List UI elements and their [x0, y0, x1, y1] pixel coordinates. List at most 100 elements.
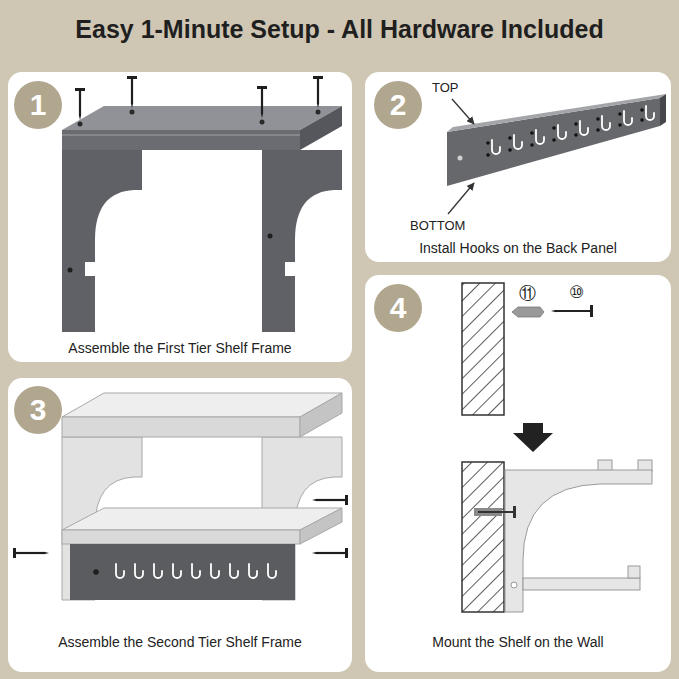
screw	[127, 76, 137, 108]
shelf-side	[300, 508, 342, 544]
hook	[558, 125, 566, 139]
step-number: 1	[30, 90, 47, 120]
hook	[624, 111, 632, 125]
hook-holes	[596, 128, 600, 132]
screw-hole	[268, 234, 273, 239]
hook	[154, 564, 162, 578]
panel-ground	[8, 378, 352, 672]
board-top	[62, 393, 342, 417]
step-number: 2	[390, 90, 407, 120]
hook-holes	[486, 108, 644, 157]
step-number-circle: 3	[14, 386, 62, 434]
step-panel: Assemble the First Tier Shelf Frame 1	[8, 72, 352, 362]
hook-holes	[574, 133, 578, 137]
panel-ground	[365, 72, 671, 262]
wall-section	[462, 462, 504, 612]
leader-line	[448, 183, 474, 214]
screw-hole	[78, 122, 83, 127]
step-number: 4	[390, 293, 407, 323]
step-number: 3	[30, 395, 47, 425]
board-top	[62, 106, 342, 130]
first-tier-frame	[62, 76, 342, 332]
hook-holes	[508, 148, 512, 152]
screw-hole	[458, 156, 463, 161]
part-label: BOTTOM	[410, 218, 465, 233]
shelf-front	[62, 530, 300, 544]
panel-top	[447, 94, 666, 132]
bracket-side	[505, 470, 652, 612]
page-title: Easy 1-Minute Setup - All Hardware Inclu…	[75, 15, 603, 44]
hook-holes	[640, 108, 644, 112]
hook	[135, 564, 143, 578]
shelf-top	[62, 508, 342, 530]
screw-hole	[511, 582, 517, 588]
step-caption: Install Hooks on the Back Panel	[419, 240, 617, 256]
screw	[313, 76, 323, 108]
board-front	[62, 130, 300, 150]
step-number-circle: 1	[14, 81, 62, 129]
step-panel: Assemble the Second Tier Shelf Frame 3	[8, 378, 352, 672]
step-caption: Mount the Shelf on the Wall	[432, 634, 603, 650]
second-tier-frame	[62, 393, 342, 600]
screw-head	[93, 569, 99, 575]
board-front	[62, 417, 300, 437]
bracket-notch	[285, 262, 295, 276]
shelf-lip	[628, 566, 640, 578]
hook	[492, 140, 500, 154]
lower-shelf	[523, 578, 640, 590]
part-label: TOP	[432, 80, 459, 95]
bracket-notch	[85, 262, 95, 276]
screw-tip	[551, 310, 556, 312]
screw	[312, 548, 348, 558]
screw-hole	[260, 120, 265, 125]
hook	[268, 564, 276, 578]
screw	[556, 310, 591, 312]
panel-ground	[365, 275, 671, 672]
hook	[230, 564, 238, 578]
hook-holes	[618, 112, 622, 116]
step-arrow	[513, 423, 553, 452]
wall-anchor	[512, 307, 544, 317]
hook-holes	[640, 118, 644, 122]
step-panel: Install Hooks on the Back Panel 2	[365, 72, 671, 262]
screw-hole	[130, 110, 135, 115]
step-number-circle: 4	[374, 284, 422, 332]
hook	[514, 135, 522, 149]
hook-holes	[530, 143, 534, 147]
screw	[478, 511, 514, 513]
panel-end	[660, 94, 666, 126]
callout-number: ⑩	[569, 282, 584, 302]
callout-number: ⑪	[519, 282, 536, 305]
screw	[312, 495, 348, 505]
hook	[646, 106, 654, 120]
panel-front	[447, 98, 660, 186]
board-lip	[62, 135, 300, 136]
wall-section	[462, 283, 504, 415]
hook	[173, 564, 181, 578]
hook-holes	[508, 136, 512, 140]
screw-hole	[316, 110, 321, 115]
step-caption: Assemble the First Tier Shelf Frame	[68, 340, 291, 356]
wall-mounting	[462, 283, 652, 612]
hook-holes	[596, 117, 600, 121]
second-tier-hardware	[13, 495, 348, 578]
back-panel	[70, 544, 295, 600]
bracket	[262, 150, 342, 332]
board-side	[300, 393, 342, 437]
hook-holes	[574, 122, 578, 126]
hook-holes	[552, 138, 556, 142]
bracket	[62, 150, 142, 332]
screw	[257, 86, 267, 118]
hook-holes	[552, 126, 556, 130]
hook	[602, 116, 610, 130]
leader-line	[452, 99, 474, 124]
step-caption: Assemble the Second Tier Shelf Frame	[58, 634, 302, 650]
hook	[211, 564, 219, 578]
hook	[536, 130, 544, 144]
screw-head	[513, 506, 516, 518]
hook-holes	[530, 131, 534, 135]
hook	[249, 564, 257, 578]
screw-hole	[68, 268, 73, 273]
